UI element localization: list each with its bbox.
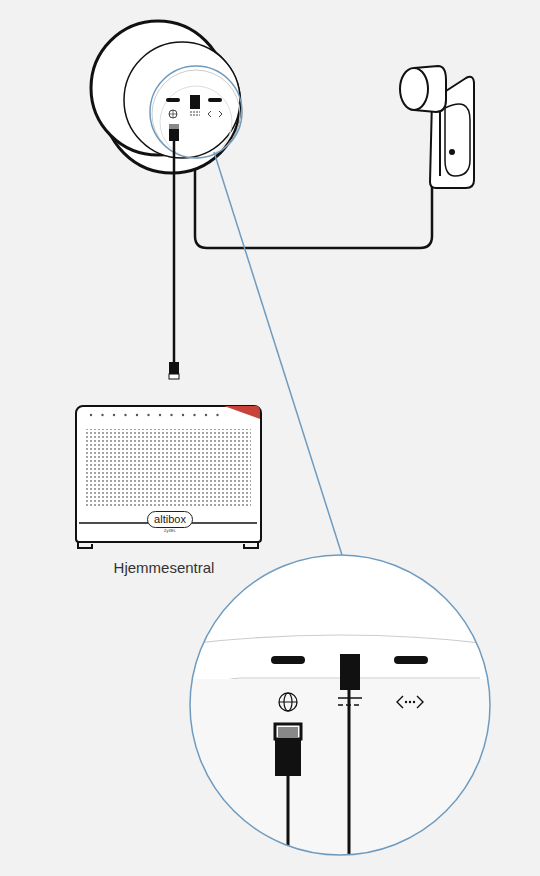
brand-logo: altibox xyxy=(147,511,193,528)
ethernet-plug xyxy=(169,362,179,379)
wifi-extender xyxy=(91,21,242,173)
ethernet-cable xyxy=(173,141,176,362)
zoom-detail xyxy=(180,555,500,876)
device-label: Hjemmesentral xyxy=(114,559,215,576)
power-adapter xyxy=(400,66,474,188)
model-text: ZyXEL xyxy=(164,529,176,534)
router-box: altiboxZyXELHjemmesentral xyxy=(75,405,262,543)
